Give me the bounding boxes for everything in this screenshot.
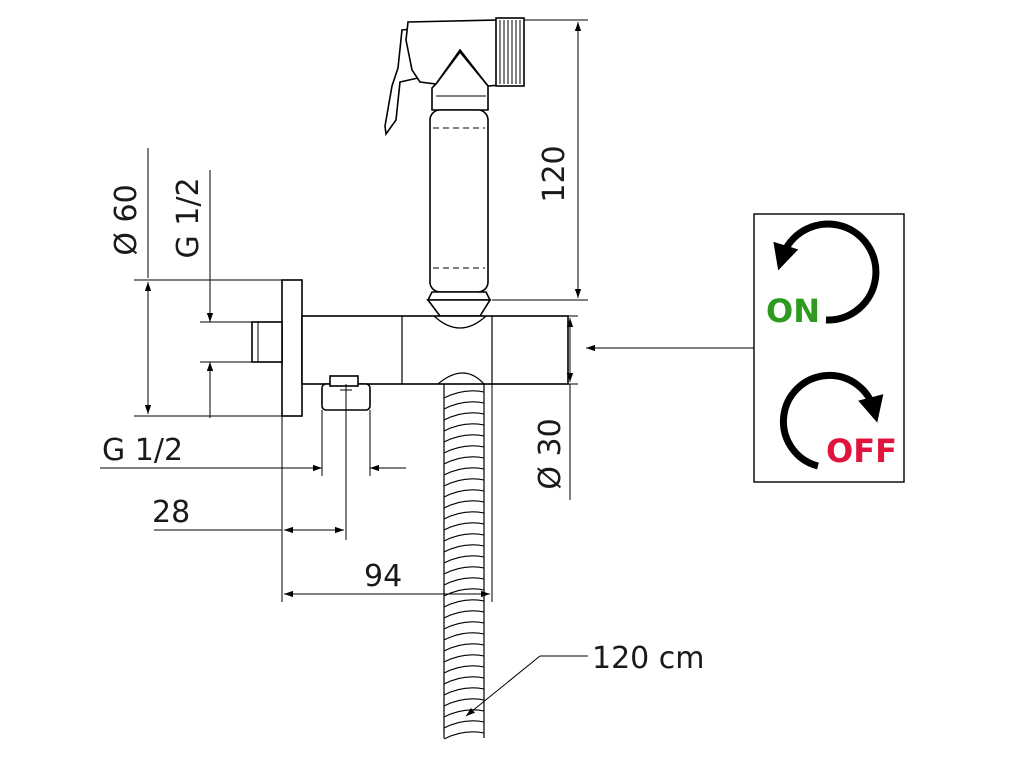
hose-coil [443, 390, 485, 399]
off-label: OFF [826, 432, 897, 470]
clockwise-arrow-icon [779, 371, 884, 470]
dim-diameter-60: Ø 60 [109, 148, 282, 417]
hose-coil [443, 467, 485, 476]
hose-coil [443, 698, 485, 707]
hose-coil [443, 500, 485, 509]
hose-coil [443, 720, 485, 729]
nozzle-knurl [499, 20, 521, 84]
dim-length-28: 28 [152, 384, 347, 540]
hose-coil [443, 456, 485, 465]
hose-coils [443, 390, 485, 740]
hose-coil [443, 511, 485, 520]
dim-hose-length: 120 cm [465, 641, 705, 717]
hose-coil [443, 445, 485, 454]
hose-coil [443, 632, 485, 641]
thread-horizontal-label: G 1/2 [102, 433, 183, 468]
hose-coil [443, 665, 485, 674]
hose-coil [443, 522, 485, 531]
hose-length-label: 120 cm [592, 641, 705, 676]
hose-coil [443, 478, 485, 487]
hose-coil [443, 687, 485, 696]
hose-coil [443, 599, 485, 608]
hand-sprayer [384, 17, 525, 317]
length-28-label: 28 [152, 495, 190, 530]
counterclockwise-arrow-icon [773, 220, 880, 324]
dim-height-120: 120 [492, 19, 588, 301]
on-off-legend: ON OFF [753, 213, 905, 483]
hose-coil [443, 423, 485, 432]
hose-coil [443, 489, 485, 498]
hose-coil [443, 401, 485, 410]
hose-coil [443, 731, 485, 740]
hose-coil [443, 643, 485, 652]
hose-coil [443, 588, 485, 597]
dim-length-94: 94 [281, 384, 493, 602]
hose-coil [443, 566, 485, 575]
hose-coil [443, 555, 485, 564]
hose-coil [443, 434, 485, 443]
hose-coil [443, 621, 485, 630]
hose-coil [443, 709, 485, 718]
hose-coil [443, 577, 485, 586]
hose-coil [443, 610, 485, 619]
height-120-label: 120 [537, 145, 572, 202]
hose-coil [443, 654, 485, 663]
diameter-30-label: Ø 30 [533, 418, 568, 489]
hose [443, 384, 485, 740]
thread-vertical-label: G 1/2 [171, 177, 206, 258]
wall-bracket [251, 279, 569, 417]
length-94-label: 94 [364, 559, 402, 594]
diameter-60-label: Ø 60 [109, 184, 144, 255]
hose-coil [443, 676, 485, 685]
hose-coil [443, 412, 485, 421]
on-label: ON [766, 292, 820, 330]
dim-diameter-30: Ø 30 [533, 315, 578, 500]
dim-thread-horizontal: G 1/2 [100, 410, 406, 476]
hose-coil [443, 533, 485, 542]
dim-thread-vertical: G 1/2 [171, 170, 252, 418]
hose-coil [443, 544, 485, 553]
